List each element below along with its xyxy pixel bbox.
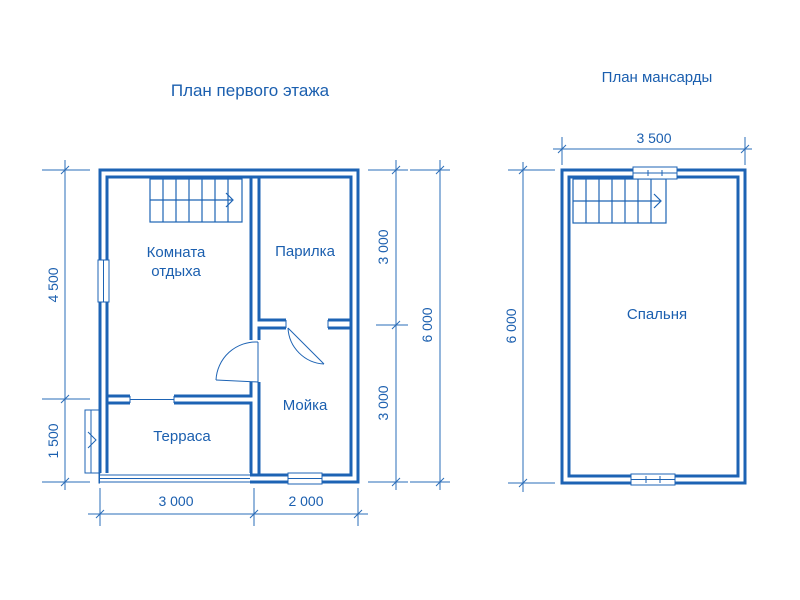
dim-right-total: 6 000 [419, 307, 435, 342]
rest-room-outline [105, 175, 253, 398]
ground-floor-plan: Комната отдыха Парилка Мойка Терраса [42, 160, 450, 526]
attic-title: План мансарды [602, 69, 713, 86]
ground-floor-title: План первого этажа [171, 81, 330, 100]
rest-room-label-line1: Комната [147, 244, 206, 261]
rest-room-label-line2: отдыха [151, 263, 201, 280]
dim-bottom-left: 3 000 [158, 493, 193, 509]
dim-left-lower: 1 500 [45, 423, 61, 458]
attic-outer-wall-inner [567, 175, 740, 478]
attic-dimensions [508, 137, 752, 492]
terrace-label: Терраса [153, 428, 211, 445]
dim-bottom-right: 2 000 [288, 493, 323, 509]
dim-right-lower: 3 000 [375, 385, 391, 420]
attic-dim-top: 3 500 [636, 130, 671, 146]
ground-dimensions [42, 160, 450, 526]
attic-dim-left: 6 000 [503, 308, 519, 343]
dim-left-upper: 4 500 [45, 267, 61, 302]
steam-room-label: Парилка [275, 243, 335, 260]
attic-staircase [572, 178, 667, 224]
attic-plan: Спальня 3 500 6 000 [503, 130, 752, 492]
ground-staircase [149, 178, 243, 223]
corridor-door-swing [215, 341, 259, 381]
wash-door-swing [287, 327, 325, 365]
bedroom-label: Спальня [627, 306, 687, 323]
attic-outer-wall-outer [560, 168, 747, 485]
wash-room-label: Мойка [283, 397, 328, 414]
terrace-steps [84, 409, 101, 474]
dim-right-upper: 3 000 [375, 229, 391, 264]
